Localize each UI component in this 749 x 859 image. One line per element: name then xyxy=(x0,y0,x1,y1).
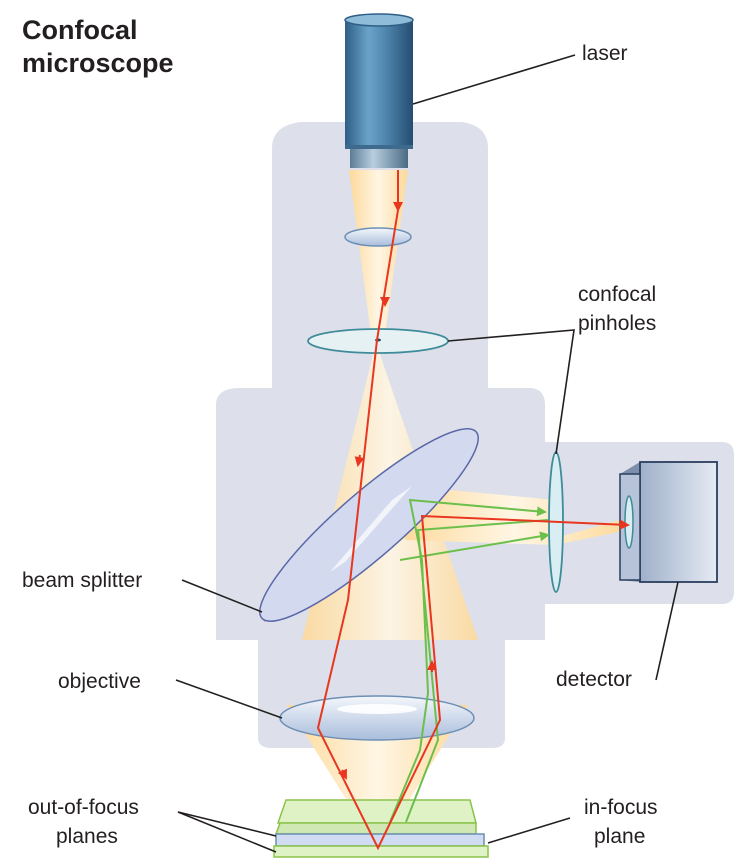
objective-lens xyxy=(279,695,475,741)
title-line-1: Confocal xyxy=(22,15,138,45)
condenser-lens xyxy=(344,227,412,247)
ray-arrowheads xyxy=(337,297,437,780)
specimen-planes xyxy=(273,799,489,858)
in-focus-label-1: in-focus xyxy=(584,796,658,819)
confocal-pinholes-label-2: pinholes xyxy=(578,312,656,335)
beam-splitter xyxy=(259,428,479,622)
detector-label: detector xyxy=(556,668,632,691)
detector xyxy=(619,461,718,583)
laser-source xyxy=(344,13,414,168)
objective-label: objective xyxy=(58,670,141,693)
in-focus-label-2: plane xyxy=(594,825,645,848)
title-line-2: microscope xyxy=(22,48,174,78)
out-of-focus-label-1: out-of-focus xyxy=(28,796,139,819)
confocal-pinholes-label-1: confocal xyxy=(578,283,656,306)
laser-label: laser xyxy=(582,42,628,65)
beam-splitter-label: beam splitter xyxy=(22,569,142,592)
out-of-focus-label-2: planes xyxy=(56,825,118,848)
leader-lines xyxy=(175,54,679,853)
laser-rays xyxy=(316,170,630,851)
